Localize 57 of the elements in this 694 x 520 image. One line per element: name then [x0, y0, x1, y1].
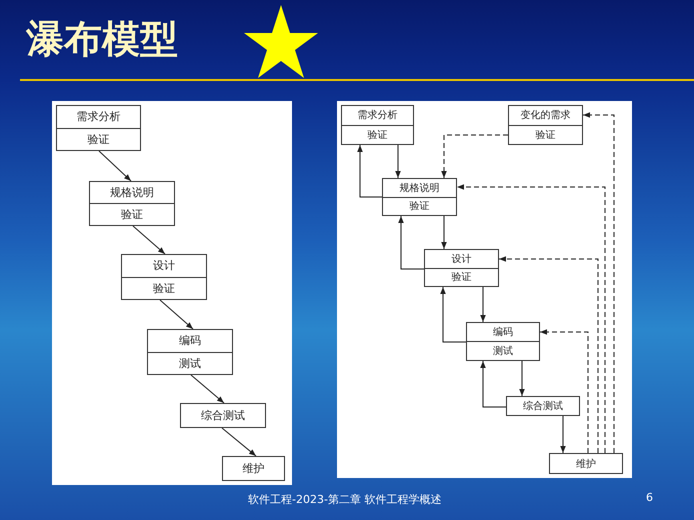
arrow	[441, 134, 508, 178]
arrow	[160, 300, 194, 330]
arrow	[222, 428, 256, 456]
arrow	[540, 329, 588, 454]
process-box	[466, 322, 540, 361]
arrow	[357, 144, 382, 198]
process-box	[121, 254, 207, 300]
stage-label: 规格说明	[110, 185, 154, 200]
arrow	[395, 144, 401, 178]
process-box	[56, 105, 141, 151]
stage-label: 维护	[576, 458, 596, 470]
process-box	[89, 181, 175, 226]
stage-label: 规格说明	[400, 182, 440, 195]
stage-sublabel: 验证	[536, 128, 556, 142]
arrow	[398, 216, 424, 270]
process-box	[147, 329, 233, 375]
process-box	[222, 456, 285, 481]
stage-label: 综合测试	[523, 400, 563, 413]
arrow	[582, 112, 614, 454]
arrow	[519, 360, 525, 396]
process-box	[506, 396, 580, 416]
stage-sublabel: 验证	[121, 207, 143, 222]
arrow	[480, 286, 486, 322]
stage-sublabel: 验证	[410, 200, 430, 214]
stage-label: 变化的需求	[520, 108, 570, 122]
process-box	[424, 249, 499, 287]
arrow	[441, 216, 447, 250]
process-box	[508, 105, 583, 145]
arrow	[498, 256, 598, 454]
process-box	[180, 403, 266, 428]
footer-text: 软件工程-2023-第二章 软件工程学概述	[248, 492, 442, 507]
stage-label: 需求分析	[358, 108, 398, 122]
arrow	[440, 286, 466, 342]
process-box	[341, 105, 414, 145]
stage-sublabel: 测试	[493, 344, 513, 358]
stage-sublabel: 验证	[368, 128, 388, 142]
stage-label: 需求分析	[76, 109, 120, 124]
arrow	[560, 416, 566, 454]
arrow	[132, 226, 166, 254]
stage-label: 综合测试	[201, 408, 245, 423]
arrow	[456, 184, 606, 454]
process-box	[382, 178, 457, 216]
arrow	[190, 374, 224, 404]
stage-label: 编码	[179, 333, 201, 348]
process-box	[549, 453, 623, 474]
stage-sublabel: 验证	[452, 271, 472, 284]
arrow	[480, 360, 506, 408]
stage-sublabel: 验证	[153, 280, 175, 296]
arrow	[98, 150, 132, 182]
stage-label: 维护	[242, 461, 264, 476]
stage-label: 设计	[153, 258, 175, 274]
stage-label: 设计	[452, 252, 472, 266]
stage-label: 编码	[493, 326, 513, 339]
page-number: 6	[646, 491, 653, 504]
stage-sublabel: 验证	[88, 132, 110, 147]
stage-sublabel: 测试	[179, 356, 201, 371]
slide-title: 瀑布模型	[26, 15, 178, 63]
